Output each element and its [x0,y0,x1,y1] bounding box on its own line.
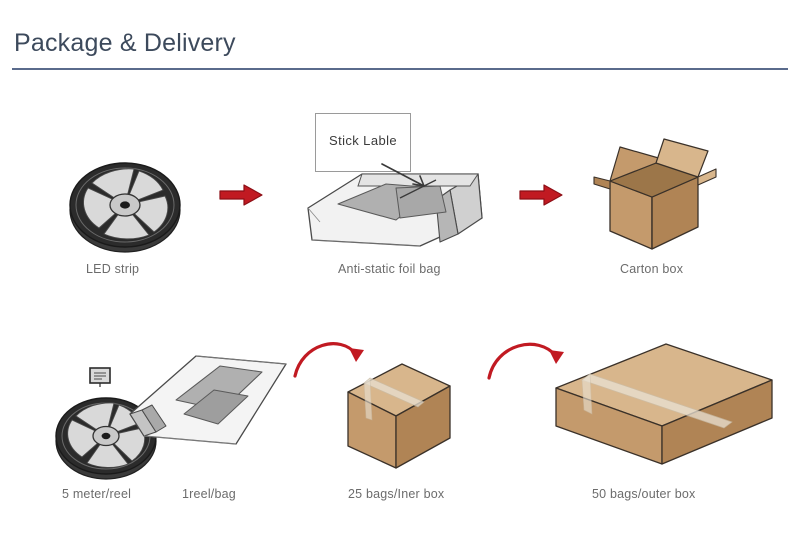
curved-flow-arrow-1 [292,332,370,380]
flow-arrow-2 [518,183,564,207]
page-title: Package & Delivery [14,29,236,57]
outer-box-quantity-label: 50 bags/outer box [592,487,696,501]
curved-arrow-icon [487,342,564,380]
bag-quantity-label: 1reel/bag [182,487,236,501]
inner-carton-box-figure [340,358,458,474]
straight-right-arrow-icon [519,184,563,206]
stick-label-pointer-arrow [380,160,450,208]
inner-box-quantity-label: 25 bags/Iner box [348,487,445,501]
reel-icon [69,162,181,253]
led-strip-label: LED strip [86,262,140,276]
straight-right-arrow-icon [219,184,263,206]
curved-arrow-icon [293,342,364,378]
carton-box-label: Carton box [620,262,684,276]
stick-label-callout-text: Stick Lable [329,133,397,148]
curved-flow-arrow-2 [486,332,570,380]
title-divider [12,68,788,70]
anti-static-foil-bag-label: Anti-static foil bag [338,262,441,276]
label-pointer-arrow-icon [381,163,437,199]
open-carton-box-icon [593,138,717,250]
reel-quantity-label: 5 meter/reel [62,487,132,501]
flow-arrow-1 [218,183,264,207]
closed-carton-box-icon [347,363,451,469]
led-strip-reel-figure [66,148,184,258]
outer-carton-box-figure [548,340,780,470]
flat-foil-bag-icon [129,355,287,445]
reel-tag-figure [88,366,114,388]
anti-static-foil-bag-figure [300,160,490,255]
reel-quantity-figure [52,383,160,483]
long-carton-box-icon [555,343,773,465]
open-carton-box-figure [590,133,722,255]
foil-bag-icon [307,173,483,247]
flat-foil-bag-figure [122,348,292,458]
reel-icon [55,397,157,480]
small-label-tag-icon [89,367,111,387]
stick-label-callout-box [315,113,411,172]
